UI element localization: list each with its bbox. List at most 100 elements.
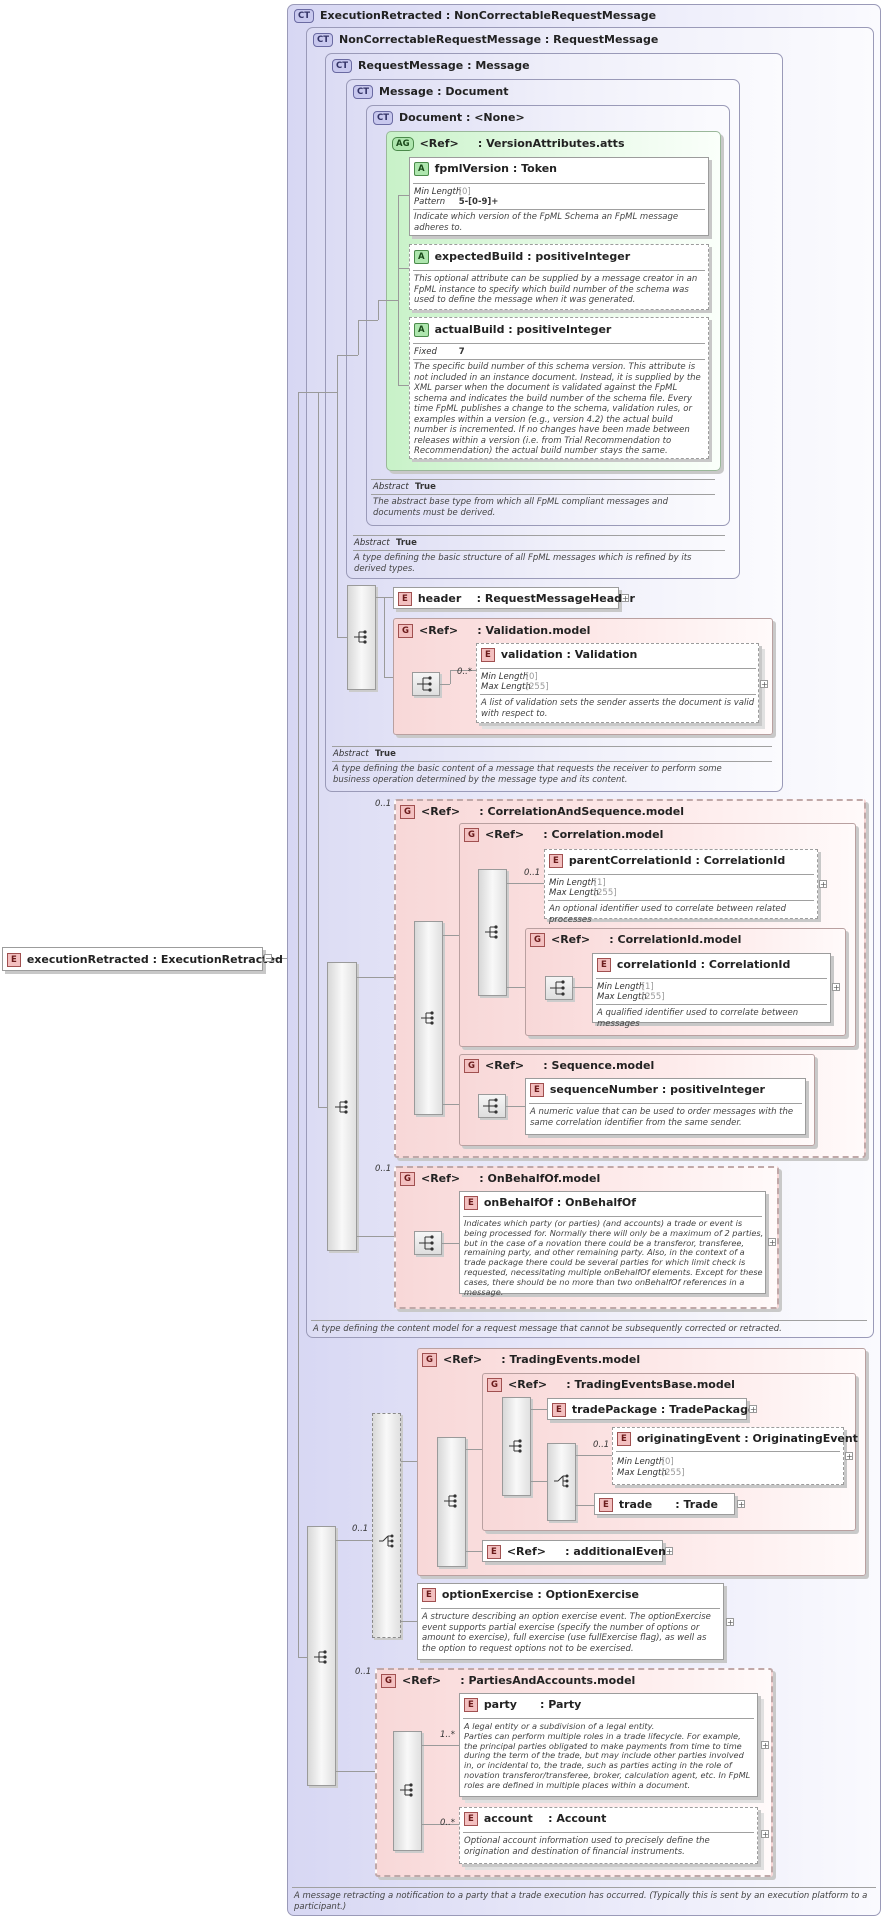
element-icon: E: [7, 953, 21, 967]
onbehalf-occurrence: 0..1: [375, 1164, 392, 1174]
sequence-icon: [398, 1783, 416, 1797]
connector: [336, 1540, 372, 1541]
element-onbehalfof-desc: Indicates which party (or parties) (and …: [464, 1218, 764, 1297]
element-option-exercise-desc: A structure describing an option exercis…: [422, 1612, 711, 1654]
connector: [318, 392, 319, 1107]
connector: [268, 958, 287, 959]
ag-version-attributes-title: AG<Ref> : VersionAttributes.atts: [392, 137, 625, 151]
expand-option-exercise-button[interactable]: +: [726, 1618, 734, 1627]
complex-type-icon: CT: [294, 9, 315, 23]
expand-header-button[interactable]: +: [621, 594, 629, 603]
connector: [450, 670, 451, 684]
element-icon: E: [481, 648, 495, 662]
attr-fpml-version-pattern: Pattern 5-[0-9]+: [414, 197, 499, 207]
party-occurrence: 1..*: [440, 1730, 456, 1740]
group-correlation-and-sequence-title: G<Ref> : CorrelationAndSequence.model: [400, 805, 684, 819]
connector: [507, 883, 544, 884]
expand-originating-event-button[interactable]: +: [845, 1452, 853, 1461]
choice-icon: [552, 1474, 570, 1488]
connector: [298, 392, 318, 393]
expand-parent-correlation-id-button[interactable]: +: [819, 880, 827, 889]
expand-trade-button[interactable]: +: [737, 1500, 745, 1509]
collapse-root-button[interactable]: −: [264, 954, 272, 963]
expand-additional-event-button[interactable]: +: [665, 1547, 673, 1556]
connector: [443, 1104, 459, 1105]
expand-account-button[interactable]: +: [761, 1830, 769, 1839]
corrid-maxlen: Max Length [255]: [597, 992, 665, 1002]
connector: [466, 1551, 482, 1552]
element-additional-event-box[interactable]: E<Ref> : additionalEvent: [482, 1540, 671, 1562]
parent-corr-minlen: Min Length [1]: [549, 878, 606, 888]
validation-maxlen: Max Length [255]: [481, 682, 549, 692]
expand-onbehalfof-button[interactable]: +: [768, 1238, 776, 1247]
choice-occurrence: 0..1: [352, 1524, 369, 1534]
element-icon: E: [617, 1432, 631, 1446]
group-correlation-id-model-title: G<Ref> : CorrelationId.model: [530, 933, 741, 947]
connector: [378, 300, 379, 320]
connector: [337, 355, 358, 356]
connector: [507, 987, 525, 988]
connector: [357, 977, 394, 978]
validation-occurrence: 0..*: [457, 667, 473, 677]
sequence-icon: [507, 1439, 525, 1453]
connector: [443, 935, 459, 936]
connector: [440, 684, 450, 685]
attr-fpml-version-minlen: Min Length [0]: [414, 187, 471, 197]
attr-expected-build-desc: This optional attribute can be supplied …: [414, 274, 698, 305]
expand-party-button[interactable]: +: [761, 1741, 769, 1750]
separator: [413, 183, 705, 184]
group-icon: G: [400, 1172, 415, 1186]
separator: [596, 1004, 827, 1005]
group-parties-and-accounts-model-title: G<Ref> : PartiesAndAccounts.model: [381, 1674, 635, 1688]
connector: [318, 392, 337, 393]
connector: [378, 300, 398, 301]
connector: [298, 392, 299, 1657]
element-icon: E: [464, 1812, 478, 1826]
separator: [292, 1887, 876, 1888]
element-icon: E: [552, 1403, 566, 1417]
parent-corr-occurrence: 0..1: [524, 868, 541, 878]
expand-trade-package-button[interactable]: +: [749, 1405, 757, 1414]
separator: [548, 900, 814, 901]
element-validation-desc: A list of validation sets the sender ass…: [481, 698, 755, 719]
separator: [332, 746, 772, 747]
attr-actual-build-fixed: Fixed 7: [414, 347, 465, 357]
group-icon: G: [464, 828, 479, 842]
choice-icon: [377, 1534, 395, 1548]
separator: [616, 1451, 840, 1452]
group-onbehalfof-model-title: G<Ref> : OnBehalfOf.model: [400, 1172, 600, 1186]
ct-document-desc: The abstract base type from which all Fp…: [373, 497, 668, 518]
sequence-icon: [419, 1011, 437, 1025]
expand-validation-button[interactable]: +: [760, 680, 768, 689]
separator: [413, 359, 705, 360]
group-correlation-model-title: G<Ref> : Correlation.model: [464, 828, 663, 842]
choice-compositor: [372, 1413, 401, 1638]
element-account-desc: Optional account information used to pre…: [464, 1836, 710, 1857]
connector: [398, 195, 409, 196]
separator: [353, 535, 725, 536]
ct-message-desc: A type defining the basic structure of a…: [354, 553, 692, 574]
expand-correlation-id-button[interactable]: +: [832, 983, 840, 992]
element-additional-event-title: E<Ref> : additionalEvent: [487, 1545, 671, 1559]
